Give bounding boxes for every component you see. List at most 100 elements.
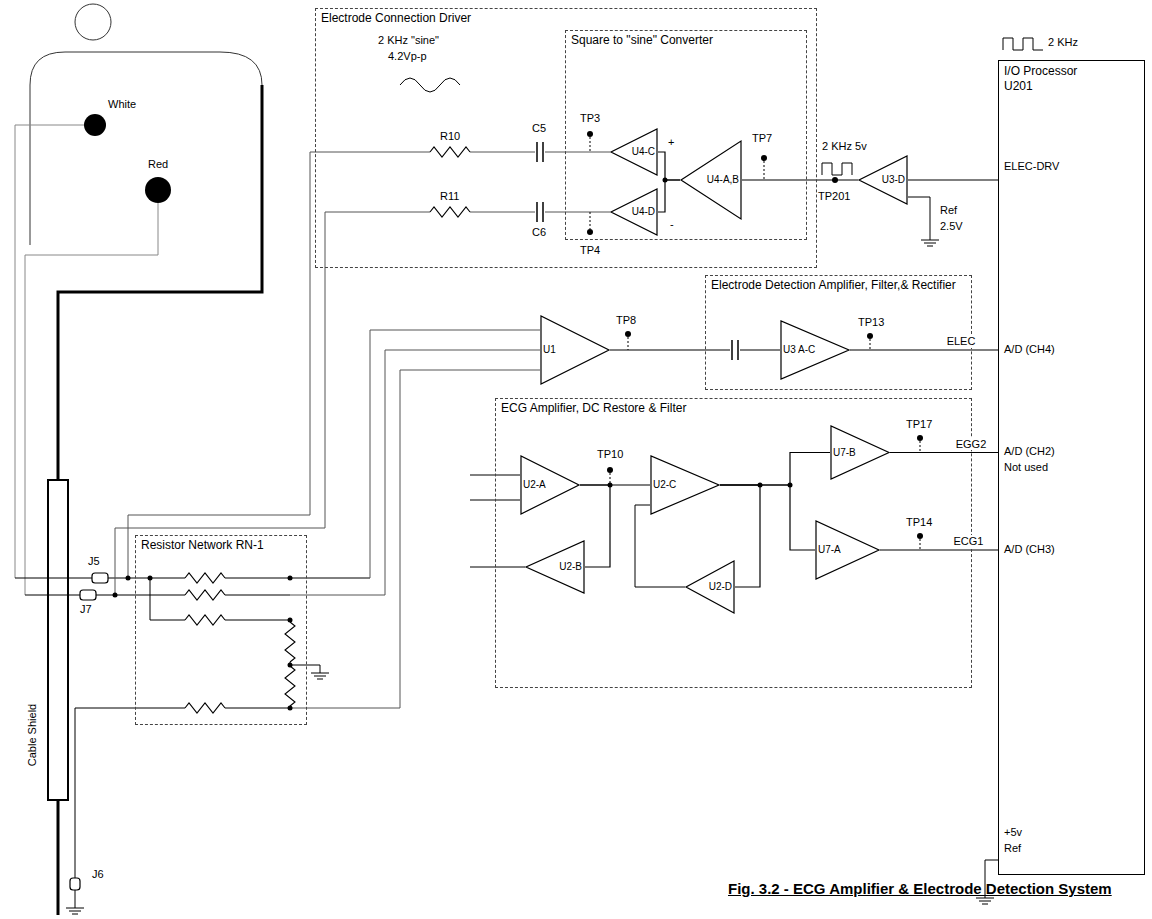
opamp-triangle: U3-D xyxy=(858,155,908,205)
junction-dot xyxy=(608,483,613,488)
dashed-group-box: Square to "sine" ConverterU4-CU4-DU4-A,B xyxy=(565,30,807,240)
part-name: U7-B xyxy=(833,447,856,459)
test-point xyxy=(587,229,593,235)
schematic-label: TP10 xyxy=(597,448,623,461)
part-name: U4-A,B xyxy=(707,174,739,186)
signal-connector xyxy=(580,485,610,567)
opamp-triangle: U7-A xyxy=(815,520,880,580)
test-point-leader xyxy=(628,337,629,350)
connector-jack xyxy=(80,590,96,600)
opamp-symbol xyxy=(520,455,580,515)
opamp-outline xyxy=(521,456,579,514)
dashed-group-box: Electrode Connection DriverSquare to "si… xyxy=(315,8,817,268)
test-point-leader xyxy=(920,441,921,452)
test-point-leader xyxy=(590,137,591,152)
opamp-triangle: U4-C xyxy=(610,128,658,176)
schematic-label: TP8 xyxy=(616,314,636,327)
dashed-group-box: ECG Amplifier, DC Restore & FilterU2-AU2… xyxy=(495,398,972,688)
connector-jack xyxy=(92,573,108,583)
group-title: I/O Processor U201 xyxy=(999,61,1104,97)
junction-dot xyxy=(288,618,293,623)
resistor-symbol xyxy=(430,205,470,219)
capacitor-symbol xyxy=(730,339,740,361)
resistor-symbol xyxy=(185,701,225,715)
schematic-label: + xyxy=(668,136,674,149)
signal-wire xyxy=(115,212,610,595)
signal-name: ECG1 xyxy=(952,535,986,548)
opamp-triangle: U2-B xyxy=(525,540,585,594)
test-point xyxy=(625,331,631,337)
wire-line xyxy=(290,665,320,666)
opamp-outline xyxy=(681,141,741,219)
test-point-leader xyxy=(920,539,921,550)
waveform-symbol xyxy=(822,163,852,175)
opamp-outline xyxy=(611,189,657,235)
schematic-label: TP14 xyxy=(906,516,932,529)
opamp-triangle: U1 xyxy=(540,315,610,385)
opamp-outline xyxy=(686,561,734,613)
schematic-label: ELEC-DRV xyxy=(1004,160,1059,173)
opamp-triangle: U3 A-C xyxy=(780,320,850,380)
signal-connector xyxy=(890,452,998,453)
schematic-label: White xyxy=(108,98,136,111)
waveform-symbol xyxy=(400,78,460,92)
part-name: U2-C xyxy=(653,479,676,491)
schematic-label: C6 xyxy=(532,226,546,239)
dashed-group-box: Resistor Network RN-1 xyxy=(135,535,307,725)
wire-line xyxy=(75,890,76,900)
schematic-label: TP3 xyxy=(580,112,600,125)
signal-name: EGG2 xyxy=(954,438,989,451)
signal-connector xyxy=(720,453,830,486)
resistor-symbol xyxy=(185,571,225,585)
ground-symbol xyxy=(976,890,994,904)
part-name: U2-D xyxy=(709,581,732,593)
capacitor-symbol xyxy=(535,141,740,361)
opamp-triangle: U2-A xyxy=(520,455,580,515)
test-point xyxy=(761,155,767,161)
group-title: Electrode Detection Amplifier, Filter,& … xyxy=(706,276,971,294)
schematic-label: TP17 xyxy=(906,418,932,431)
electrode xyxy=(84,114,171,203)
wire-line xyxy=(150,578,290,708)
opamp-symbol xyxy=(858,155,908,205)
schematic-label: TP13 xyxy=(858,316,884,329)
signal-connector xyxy=(720,485,760,587)
part-name: U2-A xyxy=(523,479,546,491)
signal-wire xyxy=(370,330,540,578)
opamp-symbol xyxy=(540,315,610,385)
group-title: Square to "sine" Converter xyxy=(566,31,806,49)
schematic-label: Cable Shield xyxy=(26,704,39,766)
schematic-label: 2 KHz 5v xyxy=(822,140,867,153)
opamp-symbol xyxy=(525,540,585,594)
signal-connector xyxy=(610,349,780,350)
electrode-lead xyxy=(15,125,158,595)
opamp-outline xyxy=(651,456,719,514)
test-point-leader xyxy=(590,137,920,550)
opamp-triangle: U7-B xyxy=(830,425,890,480)
test-point-leader xyxy=(610,473,611,485)
wire-line xyxy=(15,197,998,900)
wire-line xyxy=(75,708,290,885)
capacitor-symbol xyxy=(535,141,545,163)
junction-dot xyxy=(288,576,293,581)
test-point-leader xyxy=(590,212,591,229)
junction-dot xyxy=(288,663,293,668)
opamp-outline xyxy=(611,129,657,175)
junction-dot xyxy=(113,593,118,598)
ground-symbol xyxy=(66,232,994,914)
part-name: U3 A-C xyxy=(783,344,815,356)
schematic-label: A/D (CH4) xyxy=(1004,343,1055,356)
signal-wire xyxy=(290,350,540,595)
resistor-symbol xyxy=(430,145,470,159)
schematic-label: - xyxy=(670,218,674,231)
schematic-label: TP201 xyxy=(818,190,850,203)
opamp-symbol xyxy=(815,520,880,580)
test-point-leader xyxy=(870,339,871,350)
test-point xyxy=(587,131,923,539)
opamp-triangle: U2-D xyxy=(685,560,735,614)
schematic-label: J7 xyxy=(80,603,92,616)
opamp-symbol xyxy=(780,320,850,380)
signal-connector xyxy=(880,549,998,550)
